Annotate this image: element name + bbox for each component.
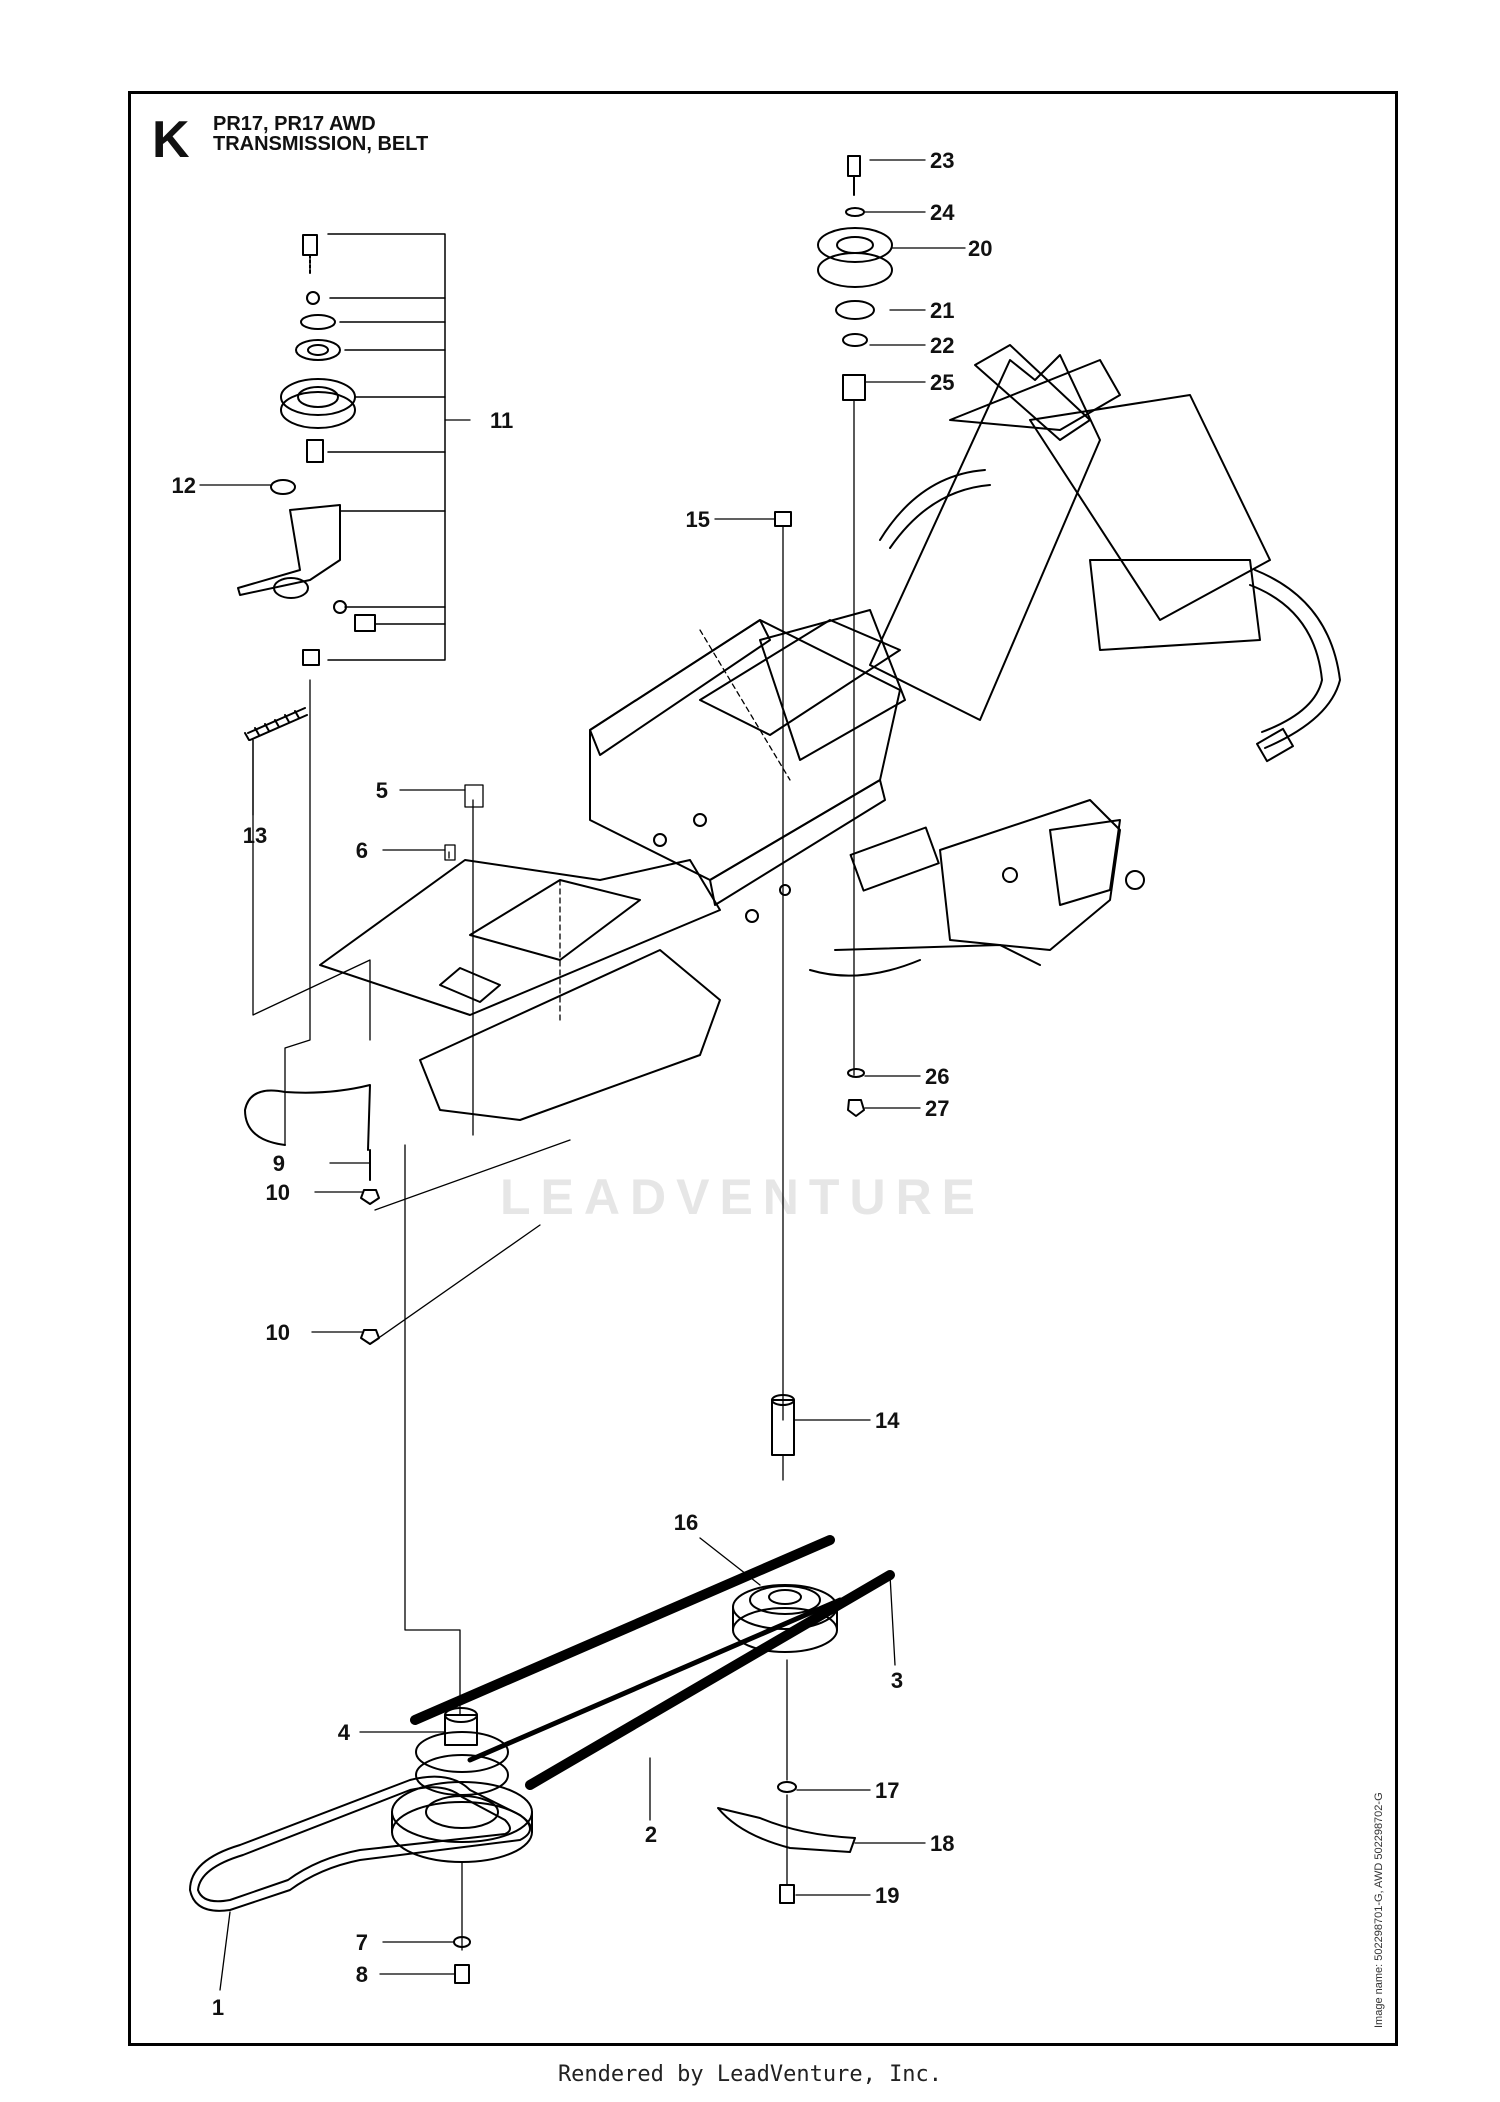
callout-11: 11 [490, 408, 513, 433]
callout-10-upper: 10 [266, 1180, 290, 1205]
callout-numbers: 1 2 3 4 5 6 7 8 9 10 10 11 12 13 14 15 1… [172, 148, 993, 2020]
footer-rendered-by: Rendered by LeadVenture, Inc. [557, 2062, 943, 2087]
callout-15: 15 [686, 507, 710, 532]
tensioner-assembly [237, 233, 446, 741]
idler-pulley-stack [817, 155, 893, 1117]
callout-19: 19 [875, 1883, 899, 1908]
callout-14: 14 [875, 1408, 900, 1433]
callout-12: 12 [172, 473, 196, 498]
drive-belts [410, 1535, 895, 1790]
callout-8: 8 [356, 1962, 368, 1987]
callout-13: 13 [243, 823, 267, 848]
callout-21: 21 [930, 298, 954, 323]
diagram-title-assembly: TRANSMISSION, BELT [213, 133, 429, 155]
callout-25: 25 [930, 370, 954, 395]
callout-7: 7 [356, 1930, 368, 1955]
callout-24: 24 [930, 200, 955, 225]
engine-pulley [189, 1707, 533, 1984]
callout-10-lower: 10 [266, 1320, 290, 1345]
callout-16: 16 [674, 1510, 698, 1535]
callout-leaders [199, 159, 966, 1991]
callout-22: 22 [930, 333, 954, 358]
belt-guide-bracket [717, 1659, 856, 1904]
section-letter: K [152, 111, 190, 169]
diagram-title-models: PR17, PR17 AWD [213, 113, 376, 135]
callout-23: 23 [930, 148, 954, 173]
callout-6: 6 [356, 838, 368, 863]
callout-5: 5 [376, 778, 388, 803]
chassis-frame [319, 344, 1341, 1121]
callout-26: 26 [925, 1064, 949, 1089]
watermark: LEADVENTURE [500, 1169, 986, 1225]
guide-lines [252, 629, 791, 1716]
callout-4: 4 [338, 1720, 351, 1745]
callout-18: 18 [930, 1831, 954, 1856]
callout-27: 27 [925, 1096, 949, 1121]
callout-2: 2 [645, 1822, 657, 1847]
center-shaft-line [771, 511, 795, 1481]
image-name-caption: Image name: 502298701-G, AWD 502298702-G [1373, 1792, 1385, 2028]
callout-17: 17 [875, 1778, 899, 1803]
diagram-frame [128, 91, 1398, 2046]
tension-rod [244, 1084, 571, 1345]
callout-20: 20 [968, 236, 992, 261]
callout-9: 9 [273, 1151, 285, 1176]
callout-1: 1 [212, 1995, 224, 2020]
callout-3: 3 [891, 1668, 903, 1693]
